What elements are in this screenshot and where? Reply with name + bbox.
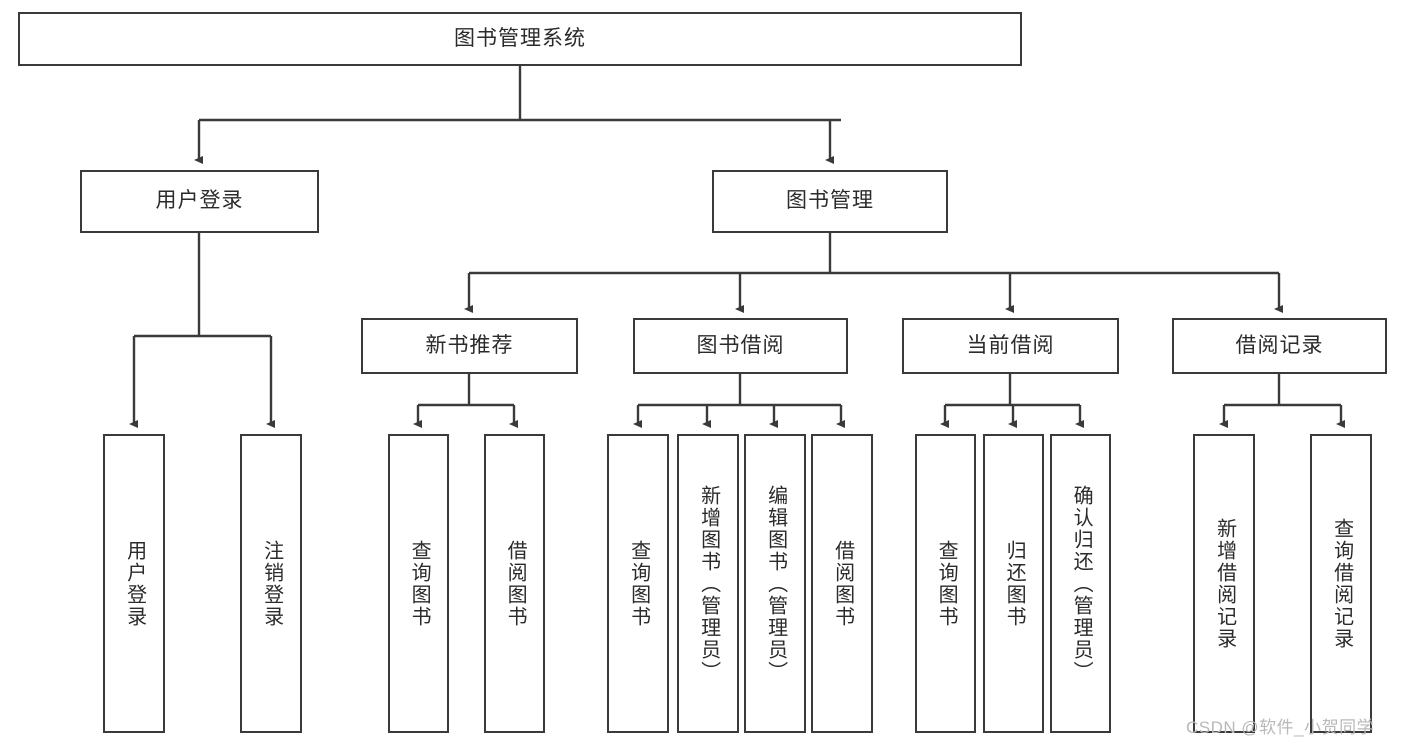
leaf-borrow-edit-book[interactable]: 编辑图书（管理员） [744,434,806,733]
node-new-book-recommend[interactable]: 新书推荐 [361,318,578,374]
leaf-user-login[interactable]: 用户登录 [103,434,165,733]
leaf-logout-login[interactable]: 注销登录 [240,434,302,733]
leaf-borrow-query-book[interactable]: 查询图书 [607,434,669,733]
leaf-current-confirm-return[interactable]: 确认归还（管理员） [1050,434,1111,733]
leaf-recommend-query-book-label: 查询图书 [408,539,431,628]
node-user-login[interactable]: 用户登录 [80,170,319,233]
leaf-record-query-record[interactable]: 查询借阅记录 [1310,434,1372,733]
leaf-user-login-label: 用户登录 [123,539,146,628]
leaf-recommend-borrow-book-label: 借阅图书 [504,539,527,628]
leaf-borrow-borrow-book-label: 借阅图书 [831,539,854,628]
leaf-borrow-borrow-book[interactable]: 借阅图书 [811,434,873,733]
node-book-borrow[interactable]: 图书借阅 [633,318,848,374]
node-book-borrow-label: 图书借阅 [696,333,785,357]
leaf-record-query-record-label: 查询借阅记录 [1330,517,1353,650]
leaf-borrow-edit-book-label: 编辑图书（管理员） [764,484,787,683]
leaf-record-add-record[interactable]: 新增借阅记录 [1193,434,1255,733]
node-borrow-record-label: 借阅记录 [1235,333,1324,357]
node-root[interactable]: 图书管理系统 [18,12,1022,66]
node-root-label: 图书管理系统 [454,26,586,50]
csdn-watermark: CSDN @软件_小贺同学 [1186,718,1375,737]
node-book-management-label: 图书管理 [786,189,874,213]
leaf-current-query-book[interactable]: 查询图书 [915,434,976,733]
leaf-current-return-book[interactable]: 归还图书 [983,434,1044,733]
leaf-current-query-book-label: 查询图书 [935,539,958,628]
leaf-current-return-book-label: 归还图书 [1003,539,1026,628]
leaf-recommend-borrow-book[interactable]: 借阅图书 [484,434,545,733]
leaf-recommend-query-book[interactable]: 查询图书 [388,434,449,733]
leaf-borrow-query-book-label: 查询图书 [627,539,650,628]
leaf-borrow-add-book-label: 新增图书（管理员） [697,484,720,683]
leaf-record-add-record-label: 新增借阅记录 [1213,517,1236,650]
node-current-borrow[interactable]: 当前借阅 [902,318,1119,374]
leaf-current-confirm-return-label: 确认归还（管理员） [1070,484,1093,683]
node-new-book-recommend-label: 新书推荐 [425,333,514,357]
node-user-login-label: 用户登录 [155,189,244,213]
leaf-logout-login-label: 注销登录 [260,539,283,628]
node-borrow-record[interactable]: 借阅记录 [1172,318,1387,374]
node-current-borrow-label: 当前借阅 [966,333,1055,357]
node-book-management[interactable]: 图书管理 [712,170,948,233]
leaf-borrow-add-book[interactable]: 新增图书（管理员） [677,434,739,733]
